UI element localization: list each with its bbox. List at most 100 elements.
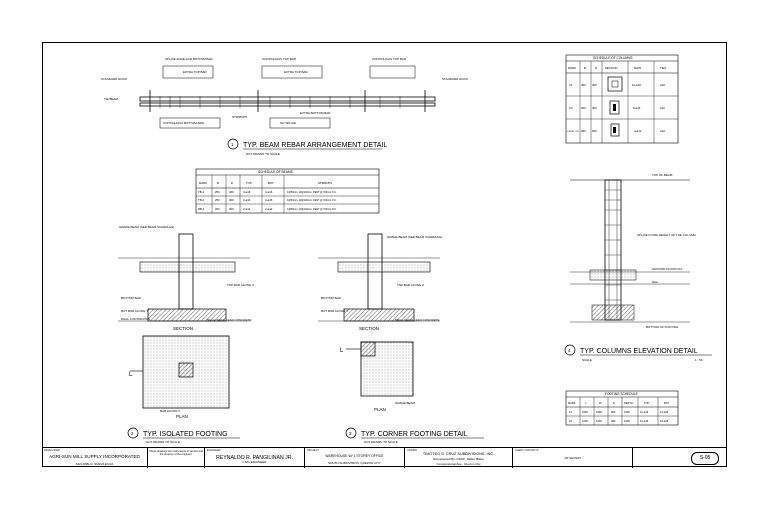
corner-note-grade-beam: GRADE BEAM (SEE BEAM SCHEDULE) — [387, 235, 442, 239]
column-schedule-cell: 300 — [581, 106, 586, 110]
isolated-section-label: SECTION — [173, 326, 193, 331]
corner-footing-scale: NOT DRAWN TO SCALE — [364, 440, 398, 444]
engineer-label: ENGINEER — [207, 449, 221, 452]
beam-schedule-cell: 1@50mm, 10@100mm, REST @ 150mm O.C. — [287, 199, 337, 202]
column-elevation-note-splice: SPLICE IN MID-HEIGHT OF THE COLUMN — [637, 233, 696, 237]
beam-schedule-cell: TB-2 — [198, 198, 205, 202]
title-block: DEVELOPER AGRI-SUN MILL SUPPLY INCORPORA… — [42, 447, 727, 468]
beam-label-extra-bottom: EXTRA BOTTOM BAR — [300, 111, 331, 115]
footing-schedule-cell: F2 — [569, 419, 573, 423]
beam-rebar-detail: SPLICE ZONE FOR BOTTOM BAR EXTRA TOP BAR… — [101, 57, 468, 156]
owner-name: AGRI-SUN MILL SUPPLY INCORPORATED — [49, 454, 140, 459]
column-schedule-cell: ø10 — [660, 129, 665, 133]
column-section-lintel — [610, 123, 620, 137]
beam-schedule-row: TB-2 250 400 3-ø16 3-ø16 1@50mm, 10@100m… — [198, 198, 337, 202]
isolated-footing-callout — [127, 427, 139, 439]
isolated-note-bottom-bar: BOTTOM BAR — [121, 296, 142, 300]
corner-footing-slab — [337, 261, 431, 273]
beam-schedule-cell: RB-1 — [198, 207, 205, 211]
corner-section-marker: L — [340, 348, 344, 354]
column-schedule-header-ties: TIES — [660, 66, 666, 70]
footing-schedule-title: FOOTING SCHEDULE — [605, 392, 638, 396]
corner-note-bottom-bar: BOTTOM BAR — [321, 296, 342, 300]
beam-schedule-row: RB-1 200 300 2-ø12 2-ø12 1@50mm, 10@100m… — [198, 207, 337, 211]
client-name: TIMOTEO S. CRUZ SUBDIVISIONS, INC. — [422, 452, 495, 456]
column-section-c1 — [607, 76, 623, 92]
beam-bottom-bar — [139, 102, 436, 107]
beam-schedule-cell: 3-ø16 — [243, 190, 251, 194]
beam-schedule-cell: TB-1 — [198, 190, 205, 194]
owner-label: DEVELOPER — [44, 449, 60, 452]
isolated-footing-number: 2 — [131, 431, 134, 436]
corner-section-label: SECTION — [359, 326, 379, 331]
column-schedule-cell: 400 — [581, 83, 586, 87]
footing-schedule-cell: 300 — [611, 419, 616, 423]
column-elevation-scale-value: 1 : 50 — [695, 358, 703, 362]
beam-schedule: SCHEDULE OF BEAMS MARK B D TOP BOT STIRR… — [195, 168, 380, 214]
column-elevation-note-ngl: NGL — [652, 280, 659, 284]
beam-schedule-header-bot: BOT — [268, 181, 274, 185]
beam-schedule-header-d: D — [231, 181, 233, 185]
footing-schedule-cell: F1 — [569, 410, 573, 414]
column-elevation-shaft — [604, 179, 622, 321]
corner-footing-title: TYP. CORNER FOOTING DETAIL — [361, 431, 468, 438]
beam-schedule-cell: 2-ø12 — [243, 207, 251, 211]
column-elevation-note-bottom: BOTTOM OF FOOTING — [646, 325, 679, 329]
owner-address: SAN PABLO, NUEVA ECIJA — [75, 462, 114, 466]
beam-schedule-cell: 400 — [229, 198, 234, 202]
beam-detail-title: TYP. BEAM REBAR ARRANGEMENT DETAIL — [243, 142, 387, 149]
column-schedule-header-mark: MARK — [568, 66, 576, 70]
footing-schedule-cell: 12-ø16 — [660, 410, 669, 414]
column-schedule-title: SCHEDULE OF COLUMNS — [593, 56, 633, 60]
beam-label-extra-top-2: EXTRA TOP BAR — [284, 70, 309, 74]
isolated-plan-label: PLAN — [176, 414, 188, 419]
column-schedule-header-section: SECTION — [605, 66, 617, 70]
column-elevation-title: TYP. COLUMNS ELEVATION DETAIL — [580, 348, 698, 355]
column-schedule-cell: ø10 — [660, 106, 665, 110]
corner-note-grade-beam-plan: GRADE BEAM — [395, 401, 416, 405]
beam-schedule-cell: 300 — [229, 207, 234, 211]
isolated-footing-slab — [139, 261, 236, 273]
beam-detail-callout — [227, 138, 239, 150]
footing-schedule-header: W — [599, 401, 602, 405]
beam-label-splice-zone: SPLICE ZONE FOR BOTTOM BAR — [165, 57, 213, 61]
corner-plan-label: PLAN — [374, 407, 386, 412]
title-block-logo: S-05 — [632, 448, 727, 468]
beam-top-bar — [139, 96, 436, 102]
footing-schedule-row: F1 1500 1500 300 1500 12-ø16 12-ø16 — [569, 410, 669, 414]
beam-label-hook-right: STANDARD HOOK — [442, 77, 468, 81]
beam-schedule-header-b: B — [217, 181, 219, 185]
engineer-name: REYNALDO R. PANGILINAN JR. — [216, 455, 293, 461]
title-block-project: PROJECT WAREHOUSE W/ 1 STOREY OFFICE SOU… — [304, 448, 404, 468]
footing-schedule-cell: 12-ø16 — [640, 410, 649, 414]
footing-schedule-row: F2 1200 1200 300 1500 10-ø16 10-ø16 — [569, 419, 669, 423]
column-schedule-header-b: B — [584, 66, 586, 70]
corner-note-bot-bar-y: BOT BAR ALONG Y — [321, 309, 348, 313]
beam-detail-scale: NOT DRAWN TO SCALE — [246, 152, 280, 156]
isolated-note-bot-bar-y: BOT BAR ALONG Y — [121, 309, 148, 313]
footing-schedule-header: BOT — [664, 401, 670, 405]
beam-schedule-title: SCHEDULE OF BEAMS — [258, 170, 293, 174]
client-address: Congressional Ave., Quezon City — [436, 462, 481, 466]
isolated-footing-detail: GRADE BEAM (SEE BEAM SCHEDULE) TOP BAR A… — [118, 225, 254, 444]
beam-schedule-cell: 2-ø12 — [265, 207, 273, 211]
column-schedule-header-main: MAIN — [634, 66, 641, 70]
column-schedule-cell: 12-ø16 — [632, 83, 641, 87]
beam-schedule-header-stirrups: STIRRUPS — [318, 181, 332, 185]
beam-schedule-cell: 1@50mm, 10@100mm, REST @ 150mm O.C. — [287, 208, 337, 211]
beam-schedule-cell: 1@50mm, 10@100mm, REST @ 150mm O.C. — [287, 191, 337, 194]
drawing-sheet — [42, 42, 727, 467]
column-schedule-cell: 200 — [592, 129, 597, 133]
footing-schedule-cell: 1200 — [582, 419, 588, 423]
footing-schedule-cell: 10-ø16 — [660, 419, 669, 423]
column-schedule-cell: 400 — [592, 83, 597, 87]
beam-schedule-header-mark: MARK — [199, 181, 207, 185]
beam-label-hook-left: STANDARD HOOK — [101, 77, 127, 81]
isolated-note-grade-beam: GRADE BEAM (SEE BEAM SCHEDULE) — [119, 225, 174, 229]
corner-note-top-bar: TOP BAR ALONG X — [397, 283, 424, 287]
beam-schedule-cell: 3-ø16 — [265, 198, 273, 202]
column-schedule-cell: 8-ø16 — [633, 106, 641, 110]
footing-schedule-cell: 1500 — [596, 410, 602, 414]
